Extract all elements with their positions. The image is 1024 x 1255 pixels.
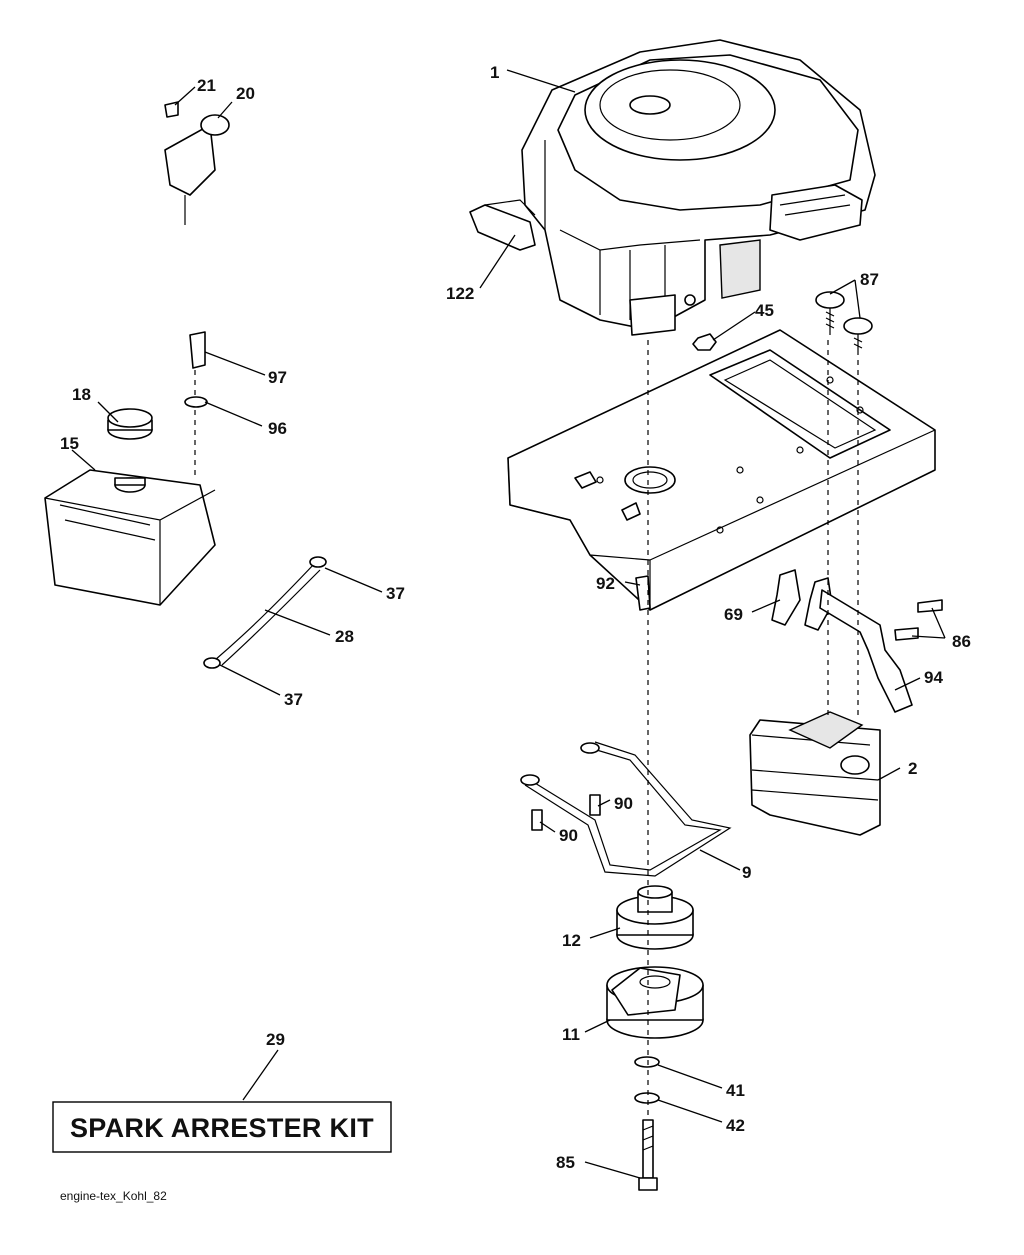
callout-69: 69: [724, 605, 743, 624]
callout-15: 15: [60, 434, 79, 453]
callout-18: 18: [72, 385, 91, 404]
part-20-throttle-control: [164, 114, 230, 225]
callout-11: 11: [562, 1025, 580, 1044]
part-86-bolts: [894, 599, 943, 641]
part-37-clamp-top: [309, 556, 327, 568]
callout-41: 41: [726, 1081, 745, 1100]
part-28-fuel-line: [214, 562, 316, 661]
part-69-gasket: [771, 569, 833, 631]
callout-122: 122: [446, 284, 474, 303]
callout-94: 94: [924, 668, 943, 687]
part-94-exhaust-pipe: [819, 589, 913, 713]
part-11-clutch: [606, 966, 704, 1039]
callout-2: 2: [908, 759, 917, 778]
part-45-nut: [692, 333, 717, 351]
part-15-fuel-tank: [44, 469, 216, 606]
callout-9: 9: [742, 863, 751, 882]
callout-92: 92: [596, 574, 615, 593]
part-9-bracket: [520, 741, 732, 877]
callout-28: 28: [335, 627, 354, 646]
part-97-bolt: [189, 331, 206, 369]
callout-45: 45: [755, 301, 774, 320]
part-96-washer: [184, 396, 208, 408]
spark-arrester-kit-box: [52, 1101, 392, 1153]
callout-97: 97: [268, 368, 287, 387]
part-12-pulley: [616, 885, 694, 950]
part-87-bolts: [815, 291, 873, 355]
part-37-clamp-bottom: [203, 657, 221, 669]
part-85-bolt: [638, 1119, 658, 1191]
callout-87: 87: [860, 270, 879, 289]
part-21-screw: [164, 101, 179, 118]
callout-90-bottom: 90: [559, 826, 578, 845]
drawing-reference: engine-tex_Kohl_82: [60, 1189, 167, 1203]
part-41-washer: [634, 1056, 660, 1068]
callout-85: 85: [556, 1153, 575, 1172]
callout-1: 1: [490, 63, 499, 82]
callout-90-top: 90: [614, 794, 633, 813]
callout-20: 20: [236, 84, 255, 103]
callout-37-top: 37: [386, 584, 405, 603]
part-42-washer: [634, 1092, 660, 1104]
callout-96: 96: [268, 419, 287, 438]
frame-plate: [507, 329, 936, 611]
callout-37-bottom: 37: [284, 690, 303, 709]
spark-arrester-kit-label: SPARK ARRESTER KIT: [70, 1113, 374, 1143]
part-90-bolts: [531, 794, 601, 831]
part-122-bracket: [469, 204, 536, 251]
callout-21: 21: [197, 76, 216, 95]
leader-lines: [71, 69, 946, 1179]
engine: [521, 39, 876, 336]
callout-29: 29: [266, 1030, 285, 1049]
callout-42: 42: [726, 1116, 745, 1135]
part-2-muffler: [749, 711, 881, 836]
callout-12: 12: [562, 931, 581, 950]
part-18-fuel-cap: [107, 408, 153, 440]
callout-86: 86: [952, 632, 971, 651]
